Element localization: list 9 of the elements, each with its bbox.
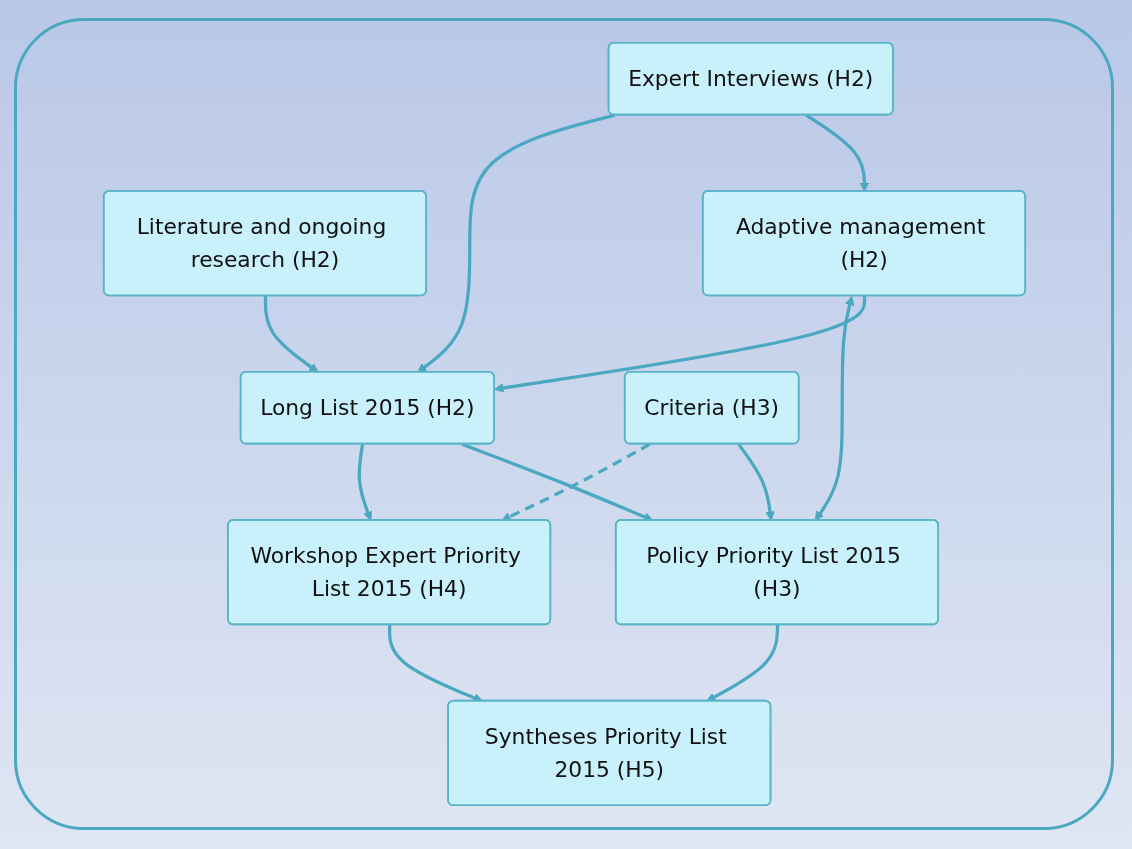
- arrow: [705, 624, 779, 702]
- arrow: [814, 296, 854, 521]
- arrow: [263, 295, 319, 373]
- diagram-frame: Expert Interviews (H2) Literature and ongoing research (H2) Adaptive management (H2) Long List 2015 (H2) Criteria (H3) Policy Priority List 2015 (H3) Workshop Expert Priority List 2015 (H4) Syntheses Priority List 2015 (H5): [14, 18, 1114, 830]
- arrow: [357, 443, 372, 521]
- arrow: [804, 113, 869, 192]
- arrow: [736, 443, 775, 521]
- arrow: [493, 295, 866, 393]
- arrow: [416, 113, 615, 373]
